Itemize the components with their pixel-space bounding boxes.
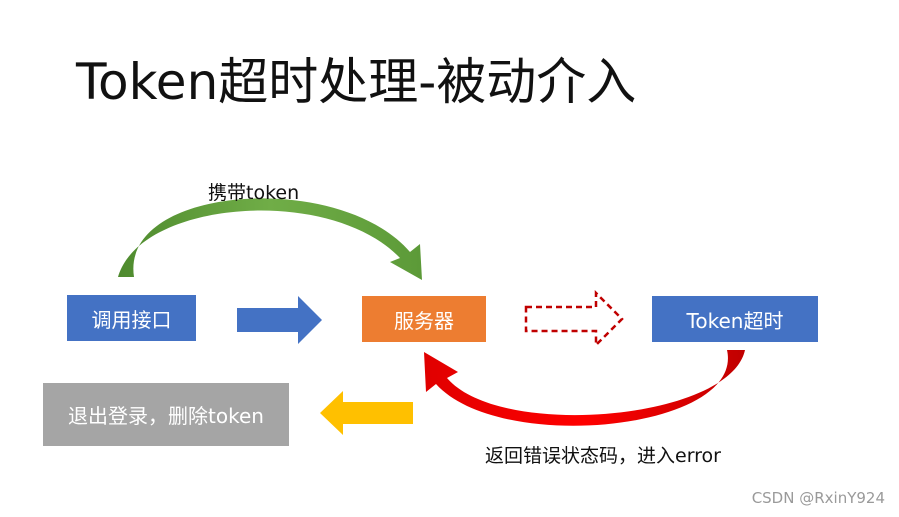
- call-api-node: 调用接口: [67, 295, 196, 341]
- return-error-label: 返回错误状态码，进入error: [485, 445, 721, 467]
- page-title: Token超时处理-被动介入: [76, 53, 637, 111]
- request-arrow: [237, 296, 322, 344]
- carry-token-arrow: [118, 198, 422, 280]
- carry-token-label: 携带token: [208, 182, 300, 204]
- token-timeout-node: Token超时: [652, 296, 818, 342]
- server-node: 服务器: [362, 296, 486, 342]
- return-error-arrow: [424, 350, 745, 426]
- logout-arrow: [320, 391, 413, 435]
- timeout-dashed-arrow: [524, 289, 624, 349]
- watermark: CSDN @RxinY924: [751, 489, 885, 507]
- logout-node: 退出登录，删除token: [43, 383, 289, 446]
